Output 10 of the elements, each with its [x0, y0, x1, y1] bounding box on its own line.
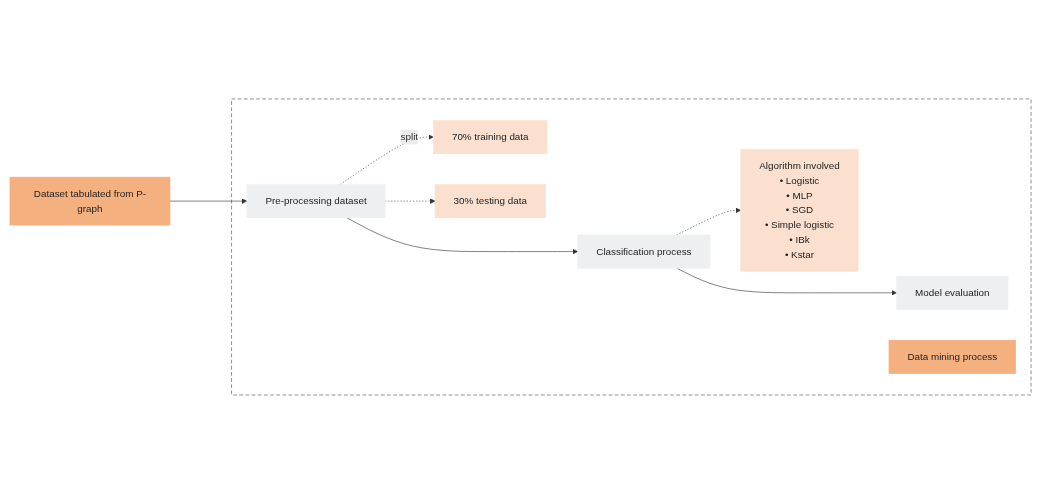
node-box: 70% training data [433, 119, 548, 154]
cluster [231, 98, 1032, 395]
node-box: Dataset tabulated from P-graph [9, 176, 171, 225]
node-box: Model evaluation [896, 275, 1009, 310]
node-box: Pre-processing dataset [246, 183, 386, 218]
node-box: Data mining process [888, 339, 1016, 374]
node-box: Classification process [577, 234, 711, 269]
node-box: 30% testing data [434, 183, 546, 218]
node-box: Algorithm involved • Logistic • MLP • SGD • Simple logistic • IBk • Kstar [740, 148, 859, 272]
edge-label: split [400, 131, 419, 142]
